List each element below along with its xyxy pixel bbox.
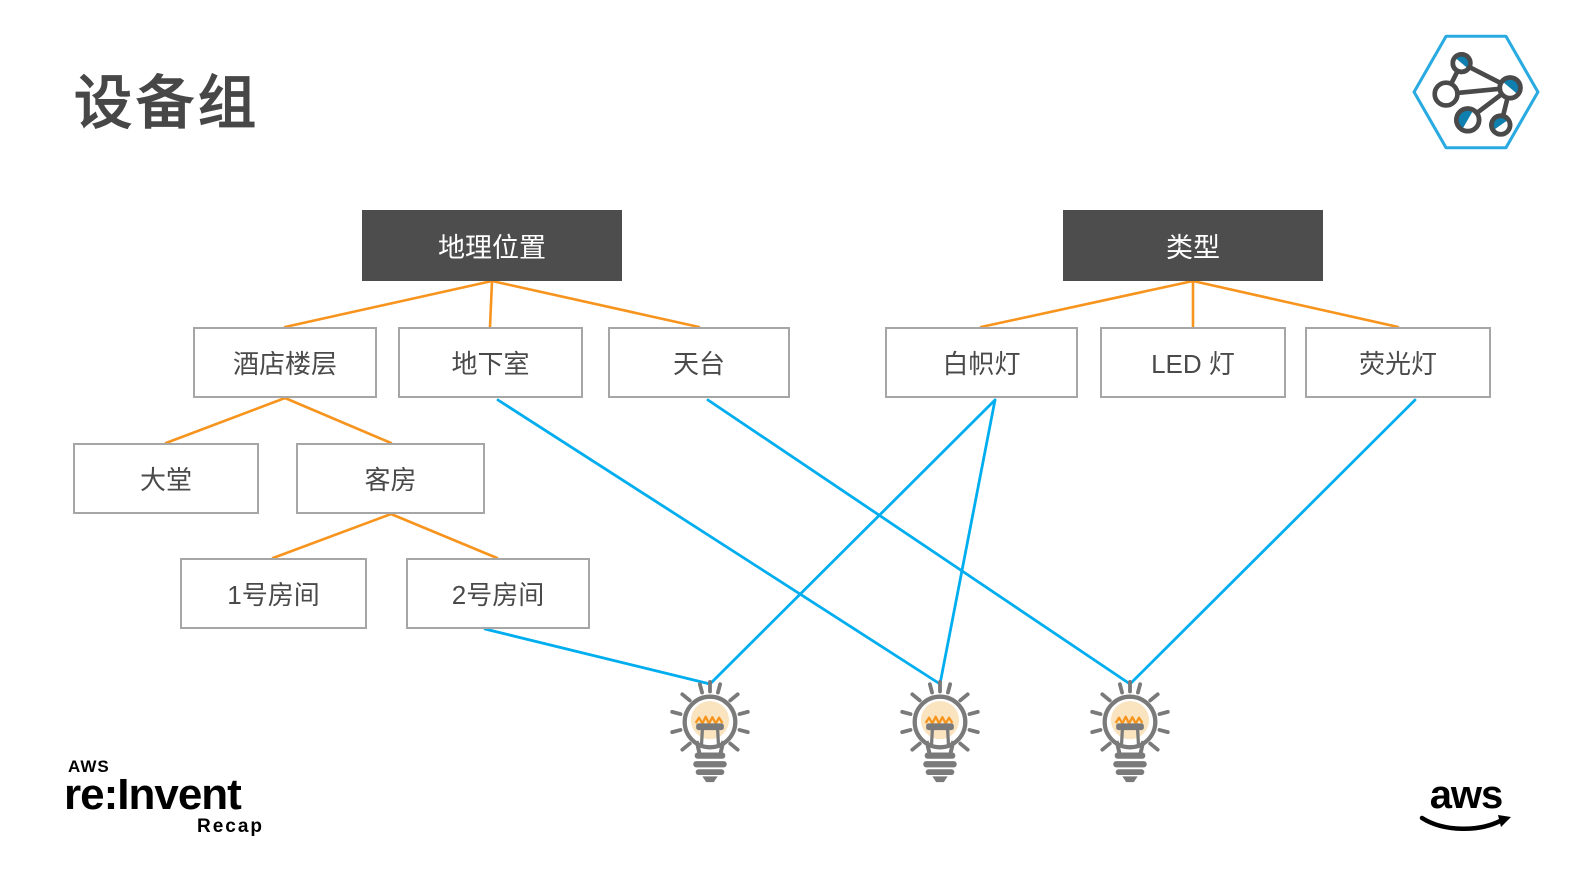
node-label: 酒店楼层 [232, 349, 337, 379]
node-label: 白帜灯 [942, 349, 1021, 379]
aws-smile-icon [1419, 815, 1511, 831]
node-type: 类型 [1063, 210, 1323, 281]
node-label: 天台 [672, 349, 725, 379]
device-link-edges [483, 398, 1417, 686]
node-guest-room: 客房 [296, 443, 485, 514]
node-fluorescent-lamp: 荧光灯 [1305, 327, 1491, 398]
node-basement: 地下室 [398, 327, 583, 398]
node-label: 地理位置 [438, 233, 546, 263]
node-led-lamp: LED 灯 [1100, 327, 1286, 398]
node-label: 荧光灯 [1358, 349, 1437, 379]
node-label: 大堂 [139, 465, 192, 495]
node-label: 客房 [364, 465, 417, 495]
aws-logo-text: aws [1429, 773, 1504, 817]
node-incandescent-lamp: 白帜灯 [885, 327, 1078, 398]
node-label: LED 灯 [1151, 349, 1235, 379]
network-nodes [1432, 52, 1523, 137]
node-hotel-floor: 酒店楼层 [193, 327, 377, 398]
node-geo-location: 地理位置 [362, 210, 622, 281]
hierarchy-edges [164, 279, 1400, 560]
light-bulb-icon [1092, 682, 1168, 782]
node-room-2: 2号房间 [406, 558, 590, 629]
light-bulb-icon [672, 682, 748, 782]
reinvent-aws-text: AWS [68, 757, 110, 776]
node-label: 1号房间 [227, 580, 320, 610]
reinvent-main-text: re:Invent [64, 770, 242, 819]
reinvent-recap-logo: AWS re:Invent Recap [64, 757, 264, 838]
node-label: 地下室 [451, 349, 530, 379]
aws-logo: aws [1416, 773, 1516, 843]
node-rooftop: 天台 [608, 327, 790, 398]
node-room-1: 1号房间 [180, 558, 367, 629]
device-group-hexagon-icon [1412, 34, 1540, 150]
reinvent-sub-text: Recap [196, 816, 264, 837]
page-title: 设备组 [74, 71, 261, 136]
light-bulb-icon [902, 682, 978, 782]
node-label: 2号房间 [451, 580, 545, 610]
node-lobby: 大堂 [73, 443, 259, 514]
node-label: 类型 [1166, 233, 1220, 263]
